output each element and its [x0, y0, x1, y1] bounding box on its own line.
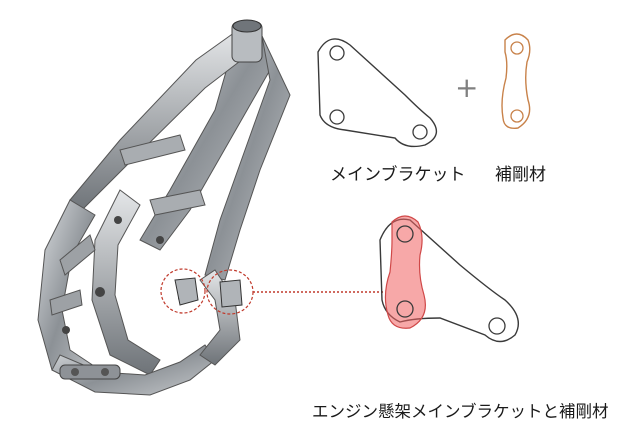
assembly-caption: エンジン懸架メインブラケットと補剛材	[312, 402, 609, 421]
reinforcement-plate-icon	[501, 33, 531, 129]
main-bracket-outline-icon	[317, 38, 438, 148]
assembled-bracket-icon	[379, 215, 519, 343]
reinforcement-highlight	[384, 215, 426, 329]
motorcycle-frame-illustration	[37, 19, 291, 396]
callout-circle-left	[160, 268, 206, 314]
main-bracket-label: メインブラケット	[330, 165, 466, 185]
reinforcement-label: 補剛材	[495, 165, 546, 185]
plus-sign: +	[455, 71, 478, 104]
